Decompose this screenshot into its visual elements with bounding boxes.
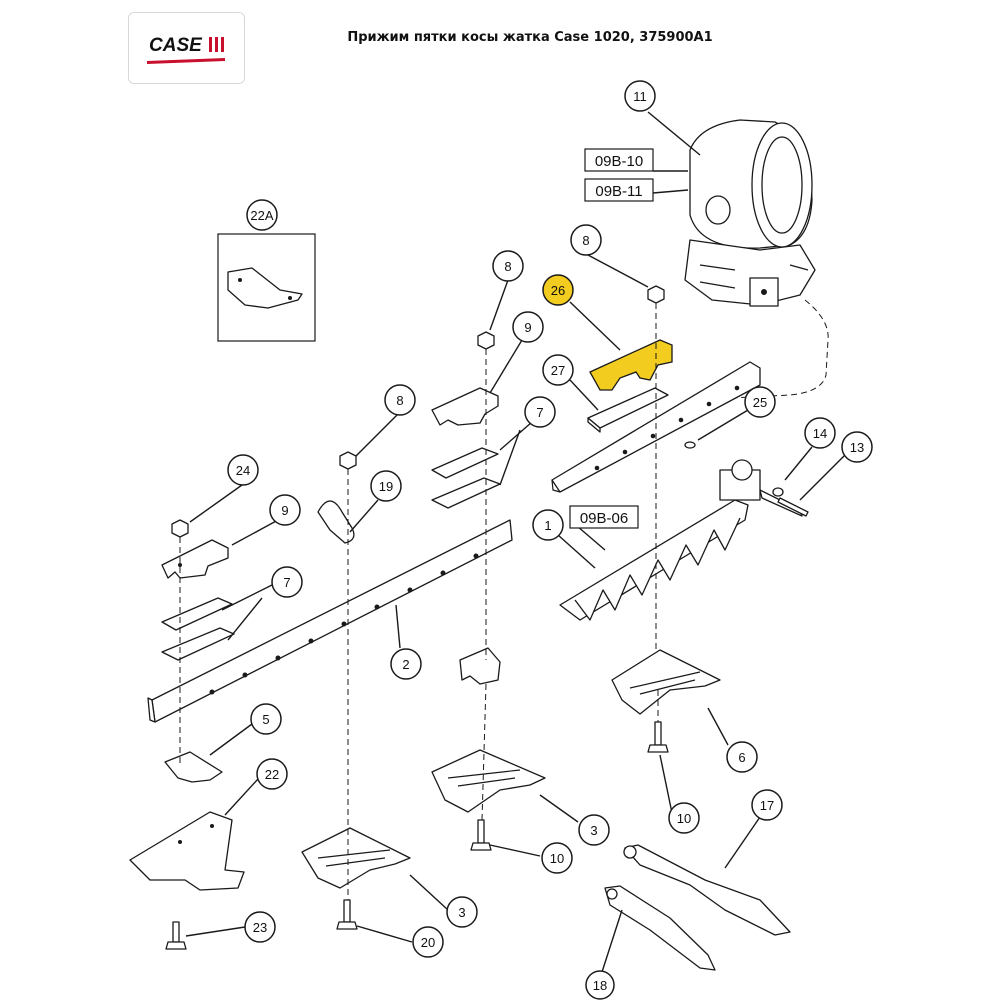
callout-7-b: 7 — [271, 566, 303, 598]
centerline-far-right — [655, 303, 659, 722]
guard-6 — [611, 649, 721, 715]
case-ih-logo: CASE — [128, 12, 245, 84]
callout-14: 14 — [804, 417, 836, 449]
callout-label: 11 — [633, 89, 647, 104]
callout-22: 22 — [256, 758, 288, 790]
callout-8-b: 8 — [570, 224, 602, 256]
hold-down-17 — [623, 844, 791, 936]
logo-bar-icon — [209, 37, 212, 52]
ref-label: 09B-10 — [595, 153, 643, 170]
callout-9-a: 9 — [512, 311, 544, 343]
callout-label: 9 — [281, 503, 288, 518]
callout-20: 20 — [412, 926, 444, 958]
drive-gearbox — [684, 119, 816, 307]
callout-24: 24 — [227, 454, 259, 486]
callout-label: 8 — [504, 259, 511, 274]
callout-8-c: 8 — [384, 384, 416, 416]
washer-25 — [684, 441, 696, 449]
callout-label: 22 — [265, 767, 279, 782]
callout-label: 25 — [753, 395, 767, 410]
logo-graphic: CASE — [147, 35, 225, 64]
callout-label: 9 — [524, 320, 531, 335]
callout-label: 7 — [283, 575, 290, 590]
logo-swoosh-icon — [147, 58, 225, 64]
callout-27: 27 — [542, 354, 574, 386]
callout-26: 26 — [542, 274, 574, 306]
callout-label: 19 — [379, 479, 393, 494]
drive-shaft-path — [729, 299, 829, 399]
knife-section-stack — [459, 647, 501, 685]
callout-label: 23 — [253, 920, 267, 935]
centerline-right — [481, 349, 487, 821]
logo-bar-icon — [215, 37, 218, 52]
callout-label: 13 — [850, 440, 864, 455]
callout-13: 13 — [841, 431, 873, 463]
logo-wordmark: CASE — [149, 35, 203, 56]
guard-3-left — [301, 827, 411, 889]
wear-plate-27 — [587, 387, 669, 433]
callout-3-b: 3 — [446, 896, 478, 928]
nut-8-right — [647, 285, 665, 304]
ref-label: 09B-11 — [595, 183, 642, 200]
callout-label: 18 — [593, 978, 607, 993]
plate-22 — [129, 811, 245, 891]
leader-lines — [185, 111, 846, 973]
logo-bar-icon — [221, 37, 224, 52]
callout-2: 2 — [390, 648, 422, 680]
callout-label: 26 — [551, 283, 565, 298]
callout-label: 10 — [677, 811, 691, 826]
ref-09B-11: 09B-11 — [584, 178, 654, 202]
callout-23: 23 — [244, 911, 276, 943]
callout-label: 24 — [236, 463, 250, 478]
bolts — [165, 497, 809, 950]
callout-label: 8 — [396, 393, 403, 408]
callout-label: 20 — [421, 935, 435, 950]
callout-label: 3 — [458, 905, 465, 920]
knife-assembly — [559, 459, 803, 621]
callout-25: 25 — [744, 386, 776, 418]
callout-3-a: 3 — [578, 814, 610, 846]
callout-label: 22A — [250, 208, 273, 223]
callout-label: 27 — [551, 363, 565, 378]
callout-label: 3 — [590, 823, 597, 838]
callout-label: 8 — [582, 233, 589, 248]
callout-6: 6 — [726, 741, 758, 773]
callout-label: 14 — [813, 426, 827, 441]
callout-label: 7 — [536, 405, 543, 420]
callout-label: 2 — [402, 657, 409, 672]
hold-down-18 — [604, 885, 716, 971]
page-title: Прижим пятки косы жатка Case 1020, 37590… — [347, 30, 713, 45]
ref-label: 09B-06 — [580, 510, 628, 527]
callout-10-a: 10 — [541, 842, 573, 874]
callout-7-a: 7 — [524, 396, 556, 428]
knife-back-bar — [147, 519, 513, 723]
callout-17: 17 — [751, 789, 783, 821]
plate-22A — [227, 267, 303, 309]
callout-label: 17 — [760, 798, 774, 813]
callout-11: 11 — [624, 80, 656, 112]
callout-label: 1 — [544, 518, 551, 533]
guard-5 — [164, 751, 223, 783]
callout-9-b: 9 — [269, 494, 301, 526]
left-hardware-stack — [161, 519, 235, 661]
callout-label: 6 — [738, 750, 745, 765]
middle-hardware-stack — [317, 331, 501, 544]
callout-1: 1 — [532, 509, 564, 541]
callout-19: 19 — [370, 470, 402, 502]
knife-hold-down-clip-26 — [589, 339, 673, 391]
callout-10-b: 10 — [668, 802, 700, 834]
guard-3-right — [431, 749, 546, 813]
callout-label: 10 — [550, 851, 564, 866]
callout-22A: 22A — [246, 199, 278, 231]
ref-09B-10: 09B-10 — [584, 148, 654, 172]
ref-09B-06: 09B-06 — [569, 505, 639, 529]
callout-label: 5 — [262, 712, 269, 727]
callout-18: 18 — [585, 970, 615, 1000]
callout-5: 5 — [250, 703, 282, 735]
callout-8-a: 8 — [492, 250, 524, 282]
